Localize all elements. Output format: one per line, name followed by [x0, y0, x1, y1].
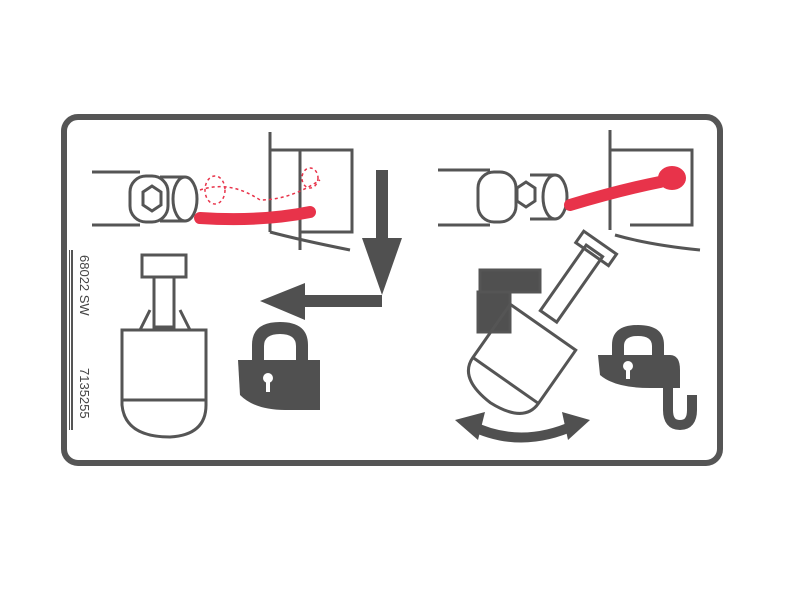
label-frame [61, 114, 723, 466]
serial-number: 7135255 [77, 368, 92, 419]
rotate-arrow-icon [455, 412, 590, 443]
lock-closed-icon [238, 322, 320, 410]
lock-open-icon [598, 325, 697, 431]
arrow-down-icon [362, 170, 402, 295]
plug-tilted-diagram [467, 229, 619, 415]
arrow-left-icon [260, 283, 382, 320]
connector-locked-diagram [92, 132, 354, 252]
connector-unlocked-diagram [438, 130, 701, 252]
cable-path-red [194, 167, 321, 226]
part-code: 68022 SW [77, 255, 92, 316]
barcode [64, 250, 73, 430]
cable-path-red-unlocked [564, 166, 686, 211]
plug-inserted-diagram [120, 253, 208, 439]
